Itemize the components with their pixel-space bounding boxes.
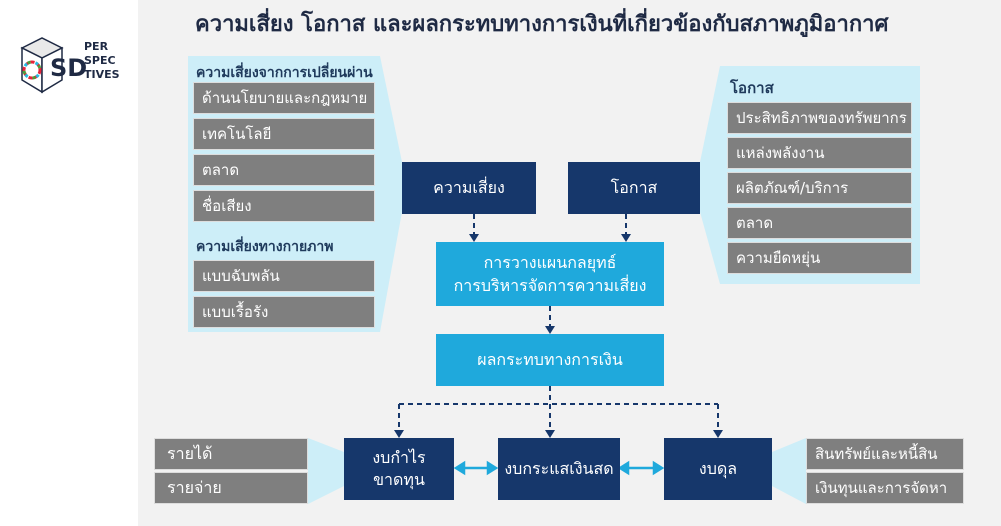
arrowhead-left-1 [453, 460, 466, 476]
physical-item-acute: แบบฉับพลัน [193, 260, 375, 292]
physical-item-chronic: แบบเรื้อรัง [193, 296, 375, 328]
opportunity-item-resilience: ความยืดหยุ่น [727, 242, 912, 274]
arrowhead-right-2 [652, 460, 665, 476]
transition-item-technology: เทคโนโลยี [193, 118, 375, 150]
transition-item-policy: ด้านนโยบายและกฎหมาย [193, 82, 375, 114]
logo-line1: PER [84, 40, 109, 53]
logo-line3: TIVES [84, 68, 120, 81]
strategy-line-1: การวางแผนกลยุทธ์ [483, 252, 617, 272]
balance-item-assets: สินทรัพย์และหนี้สิน [806, 438, 964, 470]
income-item-expenses: รายจ่าย [154, 472, 308, 504]
arrowhead-risk [469, 234, 479, 242]
income-item-revenue: รายได้ [154, 438, 308, 470]
transition-risk-heading: ความเสี่ยงจากการเปลี่ยนผ่าน [196, 65, 373, 81]
income-statement-box: งบกำไร ขาดทุน [344, 438, 454, 500]
arrowhead-impact [545, 326, 555, 334]
physical-risk-heading: ความเสี่ยงทางกายภาพ [196, 239, 334, 255]
logo-line2: SPEC [84, 54, 116, 67]
opportunity-item-energy: แหล่งพลังงาน [727, 137, 912, 169]
cashflow-statement-box: งบกระแสเงินสด [498, 438, 620, 500]
transition-item-market: ตลาด [193, 154, 375, 186]
opportunity-item-market: ตลาด [727, 207, 912, 239]
opportunity-box: โอกาส [568, 162, 700, 214]
left-funnel [380, 56, 402, 332]
bottom-left-funnel [308, 438, 344, 504]
logo-sd-text: SD [50, 54, 88, 82]
sd-cube-icon [20, 37, 64, 94]
opportunity-item-products: ผลิตภัณฑ์/บริการ [727, 172, 912, 204]
opportunity-item-efficiency: ประสิทธิภาพของทรัพยากร [727, 102, 912, 134]
arrowhead-balance [713, 430, 723, 438]
strategy-box: การวางแผนกลยุทธ์ การบริหารจัดการความเสี่… [436, 242, 664, 306]
balance-item-capital: เงินทุนและการจัดหา [806, 472, 964, 504]
page-title: ความเสี่ยง โอกาส และผลกระทบทางการเงินที่… [195, 12, 889, 37]
strategy-line-2: การบริหารจัดการความเสี่ยง [453, 276, 647, 295]
opportunity-heading: โอกาส [730, 79, 774, 97]
right-funnel [700, 66, 720, 284]
arrowhead-opportunity [621, 234, 631, 242]
transition-item-reputation: ชื่อเสียง [193, 190, 375, 222]
sd-perspectives-logo: SD PER SPEC TIVES [20, 34, 138, 100]
arrowhead-right-1 [486, 460, 499, 476]
income-line-2: ขาดทุน [373, 470, 425, 489]
arrowhead-cashflow [545, 430, 555, 438]
financial-impact-box: ผลกระทบทางการเงิน [436, 334, 664, 386]
risk-box: ความเสี่ยง [402, 162, 536, 214]
income-line-1: งบกำไร [372, 448, 426, 468]
balance-sheet-box: งบดุล [664, 438, 772, 500]
arrowhead-left-2 [617, 460, 630, 476]
bottom-right-funnel [772, 438, 806, 504]
arrowhead-income [394, 430, 404, 438]
